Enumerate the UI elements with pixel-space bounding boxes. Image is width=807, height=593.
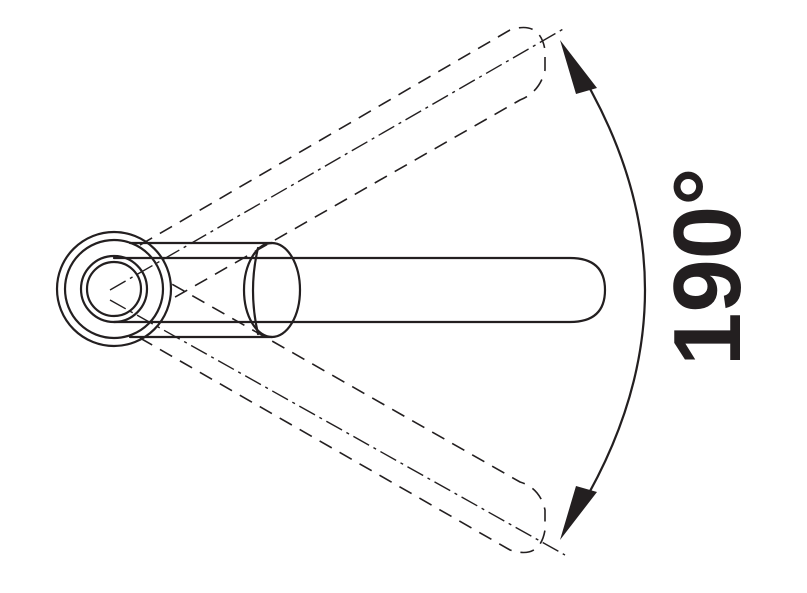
rotation-arc [560, 40, 646, 540]
arrow-up-icon [560, 40, 597, 94]
spout-center-position [112, 241, 607, 339]
tap-base [55, 230, 173, 348]
lower-swivel-ghost [109, 282, 566, 556]
upper-swivel-ghost [109, 26, 566, 301]
arrow-down-icon [560, 486, 597, 540]
rotation-angle-label: 190° [654, 167, 761, 366]
